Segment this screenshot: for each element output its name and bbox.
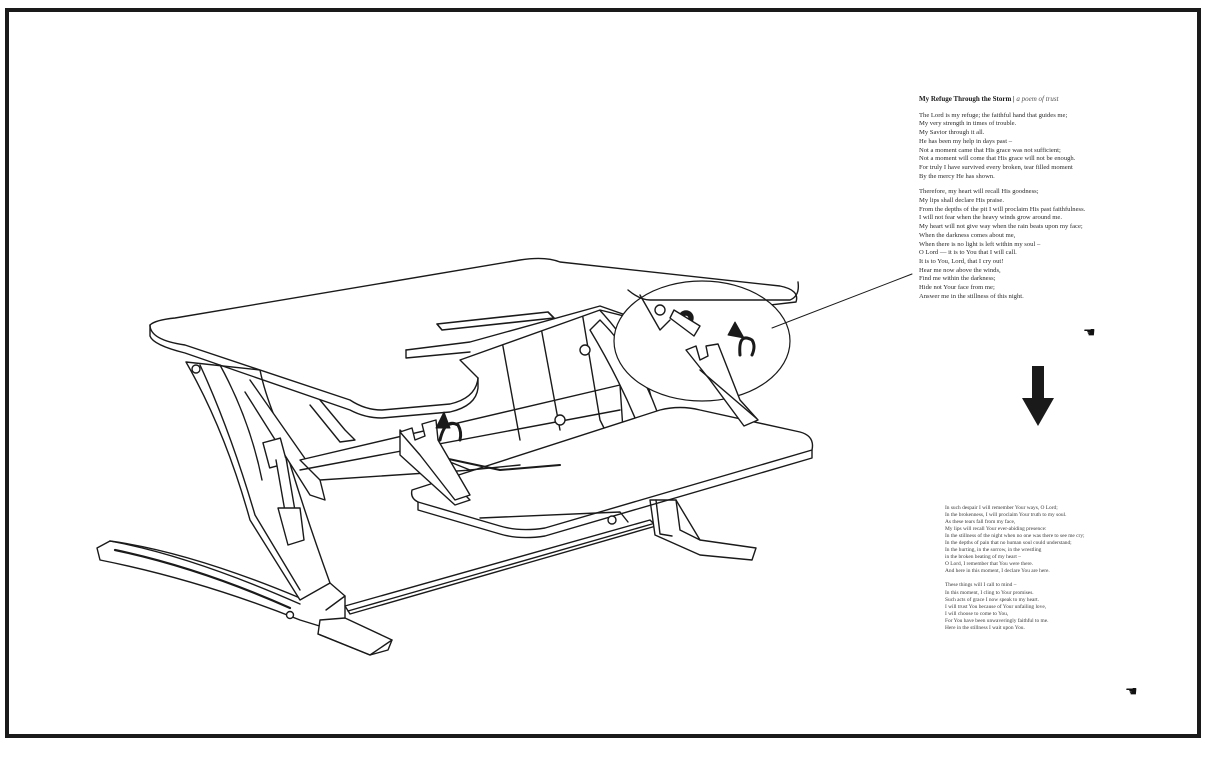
poem-line: In the depths of pain that no human soul… bbox=[945, 540, 1072, 547]
poem-line: Hide not Your face from me; bbox=[919, 284, 995, 292]
tray-bracket-left bbox=[399, 419, 471, 501]
pointing-hand-icon: ☚ bbox=[1125, 685, 1138, 700]
poem-line: He has been my help in days past – bbox=[919, 137, 1013, 145]
poem-line: In the hurting, in the sorrow, in the wr… bbox=[945, 547, 1042, 554]
left-lift-arm bbox=[185, 361, 331, 601]
poem-line: When there is no light is left within my… bbox=[919, 240, 1041, 248]
poem-line: Not a moment came that His grace was not… bbox=[919, 146, 1061, 154]
stanza-4: These things will I call to mind – In th… bbox=[945, 582, 1155, 631]
poem-upper: My Refuge Through the Storm | a poem of … bbox=[919, 95, 1149, 308]
poem-line: As these tears fall from my face, bbox=[945, 519, 1016, 526]
stanza-2: Therefore, my heart will recall His good… bbox=[919, 188, 1149, 301]
poem-lower: In such despair I will remember Your way… bbox=[945, 505, 1155, 639]
poem-line: These things will I call to mind – bbox=[945, 582, 1017, 589]
poem-line: O Lord — it is to You that I will call. bbox=[919, 249, 1017, 257]
poem-line: From the depths of the pit I will procla… bbox=[919, 205, 1086, 213]
poem-line: The Lord is my refuge; the faithful hand… bbox=[919, 111, 1068, 119]
stanza-3: In such despair I will remember Your way… bbox=[945, 505, 1155, 575]
poem-line: Hear me now above the winds, bbox=[919, 266, 1001, 274]
poem-line: I will trust You because of Your unfaili… bbox=[945, 603, 1047, 610]
stanza-1: The Lord is my refuge; the faithful hand… bbox=[919, 112, 1149, 182]
poem-title-line: My Refuge Through the Storm | a poem of … bbox=[919, 95, 1149, 104]
poem-title: My Refuge Through the Storm bbox=[919, 95, 1012, 103]
down-arrow-icon bbox=[1022, 366, 1054, 426]
poem-line: In the stillness of the night when no on… bbox=[945, 533, 1085, 540]
poem-line: Such acts of grace I now speak to my hea… bbox=[945, 596, 1040, 603]
left-base-foot bbox=[96, 540, 346, 636]
poem-line: Answer me in the stillness of this night… bbox=[919, 292, 1024, 300]
poem-line: And here in this moment, I declare You a… bbox=[945, 568, 1050, 575]
poem-line: In such despair I will remember Your way… bbox=[945, 505, 1058, 511]
poem-subtitle: a poem of trust bbox=[1016, 95, 1059, 103]
left-stand-foot bbox=[317, 617, 393, 656]
poem-line: By the mercy He has shown. bbox=[919, 172, 995, 180]
poem-line: In this moment, I cling to Your promises… bbox=[945, 589, 1034, 596]
poem-line: It is to You, Lord, that I cry out! bbox=[919, 257, 1004, 265]
poem-line: My lips shall declare His praise. bbox=[919, 197, 1004, 205]
poem-line: Find me within the darkness; bbox=[919, 275, 996, 283]
curved-arrow-icon bbox=[727, 321, 756, 357]
poem-title-separator: | bbox=[1013, 95, 1015, 103]
desk-top bbox=[149, 257, 798, 419]
curved-arrow-icon bbox=[435, 411, 463, 442]
poem-line: I will choose to come to You, bbox=[945, 610, 1009, 617]
right-base-foot bbox=[649, 499, 757, 561]
detail-magnifier bbox=[613, 280, 800, 427]
poem-line: For truly I have survived every broken, … bbox=[919, 163, 1073, 171]
poem-line: My Savior through it all. bbox=[919, 129, 985, 137]
poem-line: My lips will recall Your ever-abiding pr… bbox=[945, 526, 1047, 533]
poem-line: Not a moment will come that His grace wi… bbox=[919, 155, 1076, 163]
poem-line: My heart will not give way when the rain… bbox=[919, 223, 1083, 231]
poem-line: Therefore, my heart will recall His good… bbox=[919, 188, 1039, 196]
poem-line: in the broken beating of my heart – bbox=[945, 554, 1021, 561]
poem-line: In the brokenness, I will proclaim Your … bbox=[945, 512, 1067, 519]
poem-line: I will not fear when the heavy winds gro… bbox=[919, 214, 1063, 222]
poem-line: When the darkness comes about me, bbox=[919, 231, 1016, 239]
poem-line: My very strength in times of trouble. bbox=[919, 120, 1017, 128]
poem-line: For You have been unwaveringly faithful … bbox=[945, 617, 1049, 624]
callout-leader-line bbox=[771, 273, 913, 329]
poem-line: O Lord, I remember that You were there. bbox=[945, 561, 1034, 568]
poem-line: Here in the stillness I wait upon You. bbox=[945, 624, 1025, 631]
pointing-hand-icon: ☚ bbox=[1083, 326, 1096, 341]
